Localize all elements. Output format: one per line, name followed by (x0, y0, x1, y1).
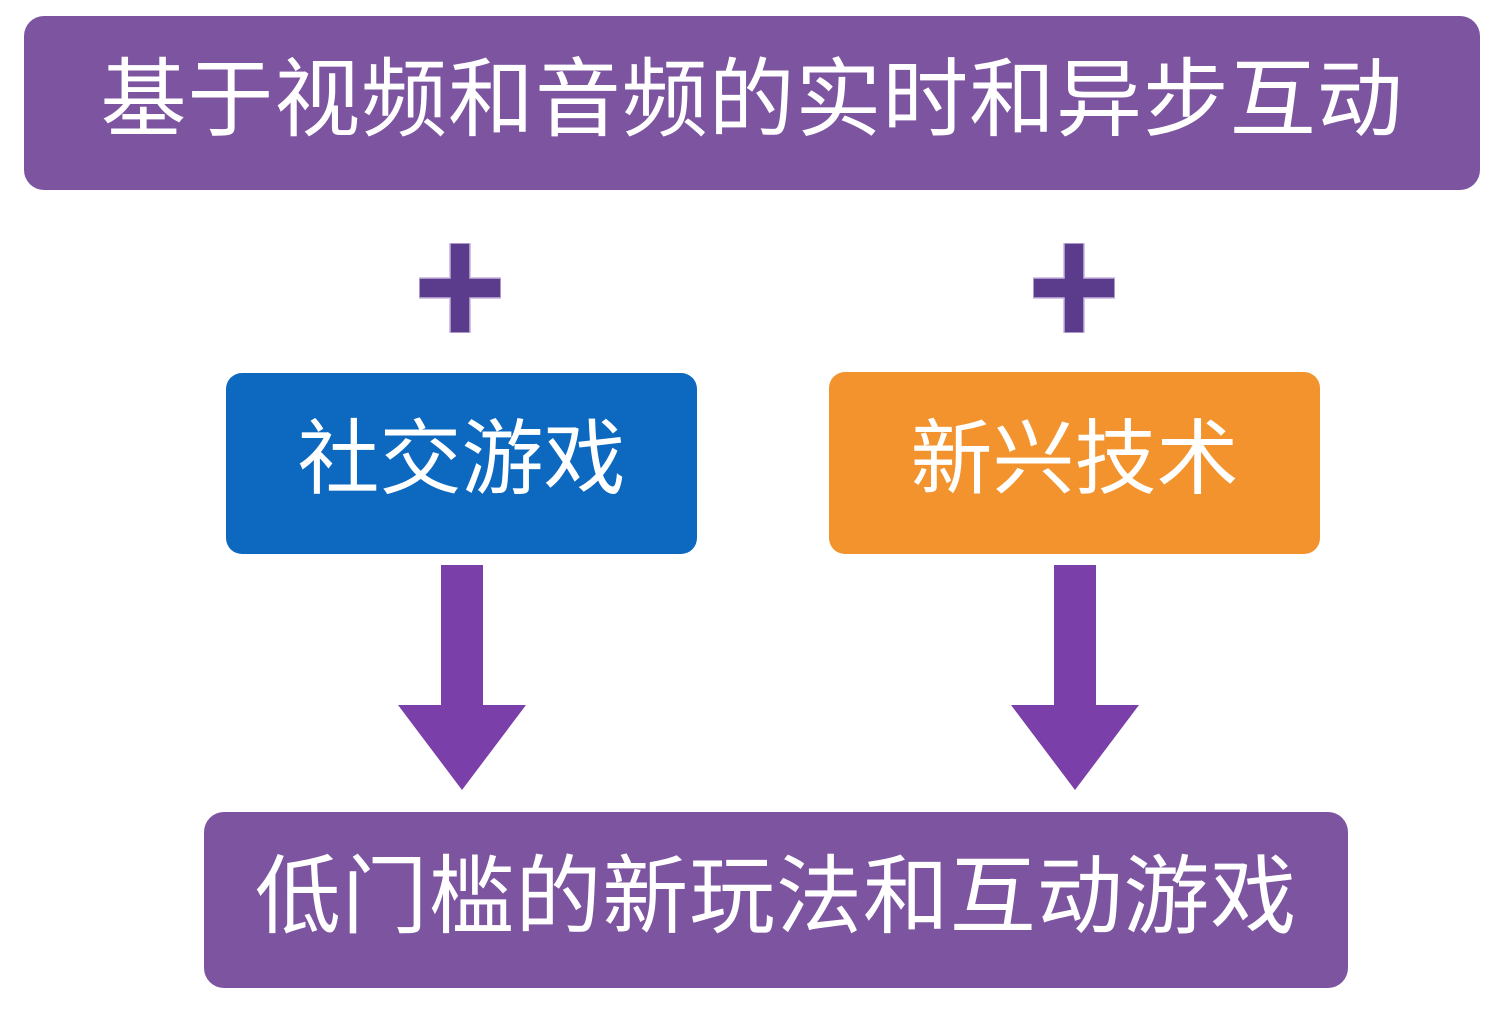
arrow-down-icon-right (1011, 565, 1139, 790)
input-box-social-games-label: 社交游戏 (297, 414, 626, 506)
title-banner-label: 基于视频和音频的实时和异步互动 (100, 51, 1404, 148)
input-box-emerging-tech[interactable]: 新兴技术 (829, 372, 1320, 554)
result-banner-label: 低门槛的新玩法和互动游戏 (254, 848, 1298, 945)
plus-icon-left (418, 242, 502, 334)
title-banner: 基于视频和音频的实时和异步互动 (24, 16, 1480, 190)
input-box-social-games[interactable]: 社交游戏 (226, 373, 697, 554)
plus-icon-right (1032, 242, 1116, 334)
result-banner: 低门槛的新玩法和互动游戏 (204, 812, 1348, 988)
arrow-down-icon-left (398, 565, 526, 790)
input-box-emerging-tech-label: 新兴技术 (910, 413, 1239, 505)
